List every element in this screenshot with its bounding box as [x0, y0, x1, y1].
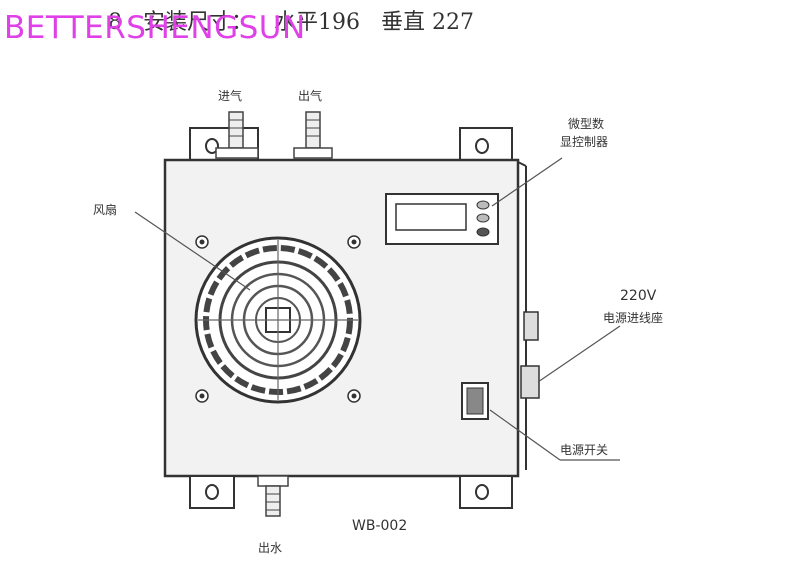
- header-vertical: 垂直 227: [381, 10, 475, 35]
- bracket-bottom-left: [189, 475, 235, 509]
- label-controller-2: 显控制器: [560, 135, 608, 149]
- inlet-pipe: [215, 111, 259, 159]
- bracket-bottom-right: [459, 475, 513, 509]
- label-controller-1: 微型数: [568, 116, 604, 131]
- header-title: 安装尺寸：: [143, 10, 254, 35]
- water-outlet-pipe: [257, 475, 289, 517]
- watermark-text: BETTERSHENGSUN: [4, 10, 306, 46]
- label-power-switch: 电源开关: [560, 443, 608, 457]
- outlet-pipe: [293, 111, 333, 159]
- label-outlet: 出气: [298, 88, 322, 103]
- header-horizontal: 水平196: [274, 10, 361, 35]
- fan-assembly: [194, 235, 362, 404]
- controller-panel: [385, 193, 499, 245]
- header-dimensions: 8 安装尺寸： 水平196 垂直 227: [108, 4, 488, 36]
- label-power-socket: 电源进线座: [603, 310, 663, 325]
- leader-lines: [134, 157, 621, 461]
- label-fan: 风扇: [93, 202, 117, 217]
- header-number: 8: [108, 10, 122, 35]
- label-inlet: 进气: [218, 88, 242, 103]
- label-water-out: 出水: [258, 541, 282, 555]
- power-socket: [520, 311, 540, 399]
- label-model: WB-002: [352, 518, 407, 534]
- power-switch: [461, 382, 489, 420]
- label-power-voltage: 220V: [620, 288, 657, 304]
- bracket-top-right: [459, 127, 513, 165]
